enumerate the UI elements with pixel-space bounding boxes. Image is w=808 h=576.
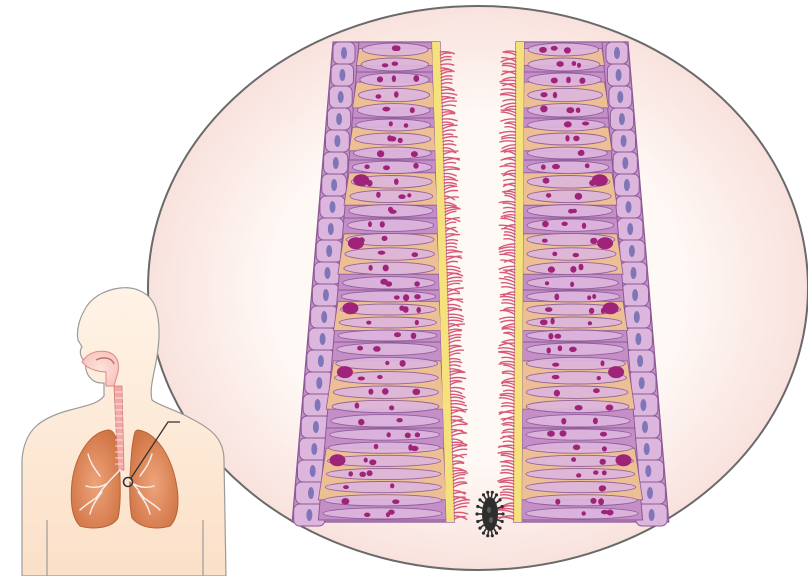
magnification-callout (148, 6, 808, 570)
